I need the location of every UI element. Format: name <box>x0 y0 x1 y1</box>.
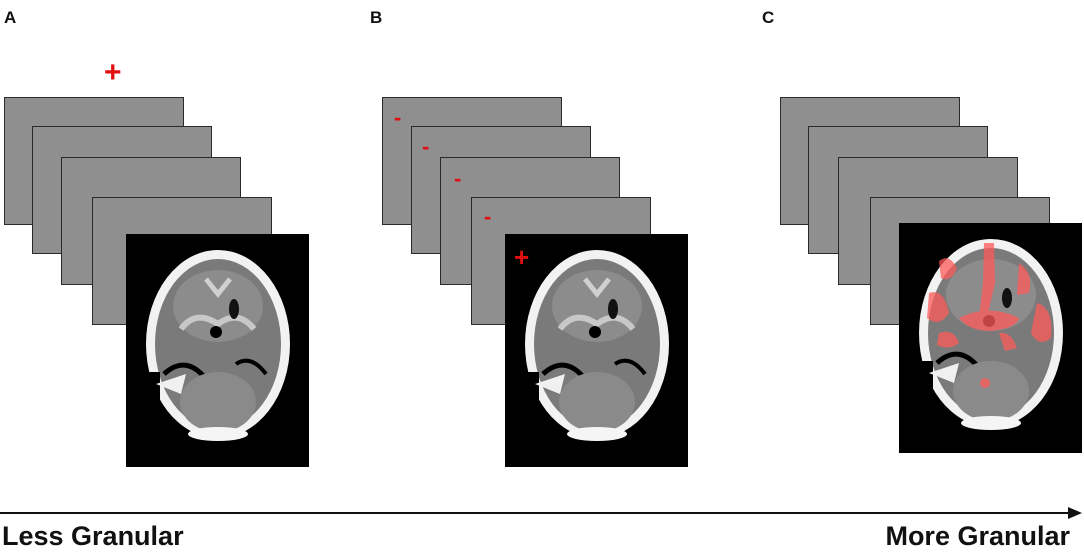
panel-letter-c: C <box>762 8 775 27</box>
scan-negative-label-b-3: - <box>454 166 462 191</box>
ct-scan-image-c-segmented <box>899 223 1082 453</box>
panel-letter-a: A <box>4 8 17 27</box>
panel-letter-b: B <box>370 8 383 27</box>
granularity-arrow <box>0 507 1082 519</box>
scan-negative-label-b-2: - <box>422 134 430 159</box>
scan-negative-label-b-1: - <box>394 105 402 130</box>
less-granular-label: Less Granular <box>2 521 184 551</box>
ct-scan-image-a <box>126 234 309 467</box>
hemorrhage-overlay <box>927 243 1052 388</box>
scan-positive-label-b: + <box>514 242 530 272</box>
scan-negative-label-b-4: - <box>484 204 492 229</box>
ct-scan-image-b <box>505 234 688 467</box>
scan-positive-label-a: + <box>104 56 122 89</box>
more-granular-label: More Granular <box>885 521 1070 551</box>
